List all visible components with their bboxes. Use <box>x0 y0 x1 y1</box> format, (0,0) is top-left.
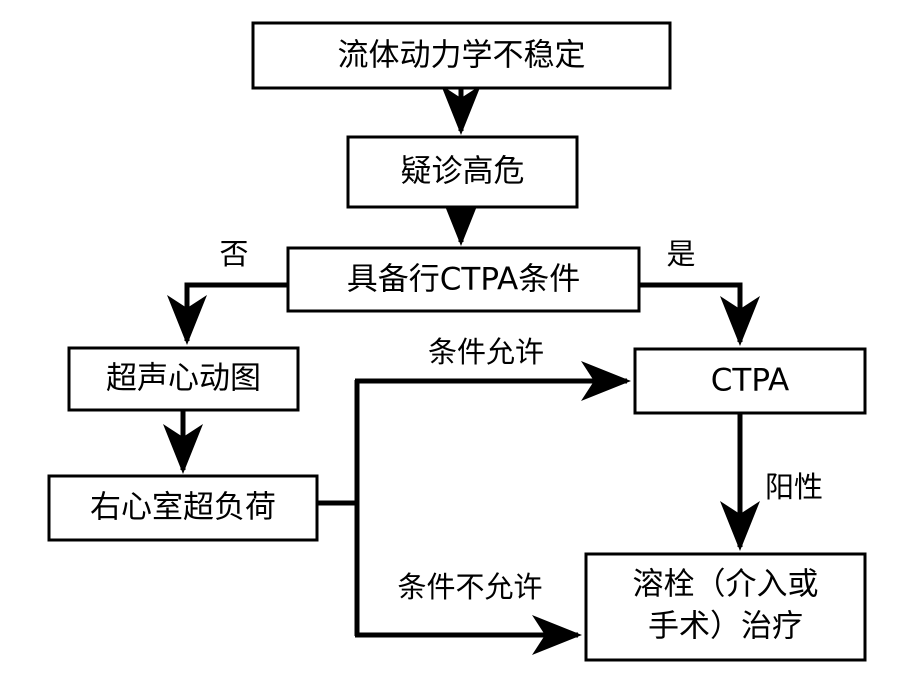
edge-label-conditions-not-allow: 条件不允许 <box>397 570 542 604</box>
edge-label-positive: 阳性 <box>765 470 823 504</box>
node-label: 具备行CTPA条件 <box>347 262 581 298</box>
node-label: 疑诊高危 <box>401 154 525 190</box>
edge-label-conditions-allow: 条件允许 <box>428 335 544 369</box>
node-box <box>251 21 672 90</box>
node-echocardiogram[interactable]: 超声心动图 <box>67 346 300 412</box>
edge-label-no: 否 <box>219 237 248 271</box>
node-box <box>346 135 579 209</box>
node-label: CTPA <box>711 363 790 399</box>
edge-eligible-yes: 是 <box>639 237 760 347</box>
edge-arrow <box>167 282 288 346</box>
edge-eligible-no: 否 <box>167 237 288 346</box>
node-hemodynamic-instability[interactable]: 流体动力学不稳定 <box>251 21 672 90</box>
edge-rv-bracket <box>317 380 360 636</box>
node-box <box>286 246 641 313</box>
node-rv-overload[interactable]: 右心室超负荷 <box>47 474 319 542</box>
node-label-line2: 手术）治疗 <box>648 609 803 645</box>
edge-rv-to-ctpa: 条件允许 <box>355 335 632 401</box>
node-label-line1: 溶栓（介入或 <box>633 567 819 603</box>
node-ctpa[interactable]: CTPA <box>633 347 867 415</box>
node-thrombolysis[interactable]: 溶栓（介入或 手术）治疗 <box>584 552 867 662</box>
node-label: 右心室超负荷 <box>90 490 276 526</box>
edge-rv-to-thrombolysis: 条件不允许 <box>355 570 583 655</box>
node-box <box>633 347 867 415</box>
node-label: 超声心动图 <box>106 361 261 397</box>
node-label: 流体动力学不稳定 <box>338 38 586 74</box>
node-box <box>47 474 319 542</box>
edge-label-yes: 是 <box>666 237 695 271</box>
node-suspect-high-risk[interactable]: 疑诊高危 <box>346 135 579 209</box>
node-ctpa-eligible[interactable]: 具备行CTPA条件 <box>286 246 641 313</box>
edge-arrow <box>639 282 760 347</box>
edge-ctpa-to-thrombolysis: 阳性 <box>720 413 823 552</box>
node-box <box>67 346 300 412</box>
node-box <box>584 552 867 662</box>
